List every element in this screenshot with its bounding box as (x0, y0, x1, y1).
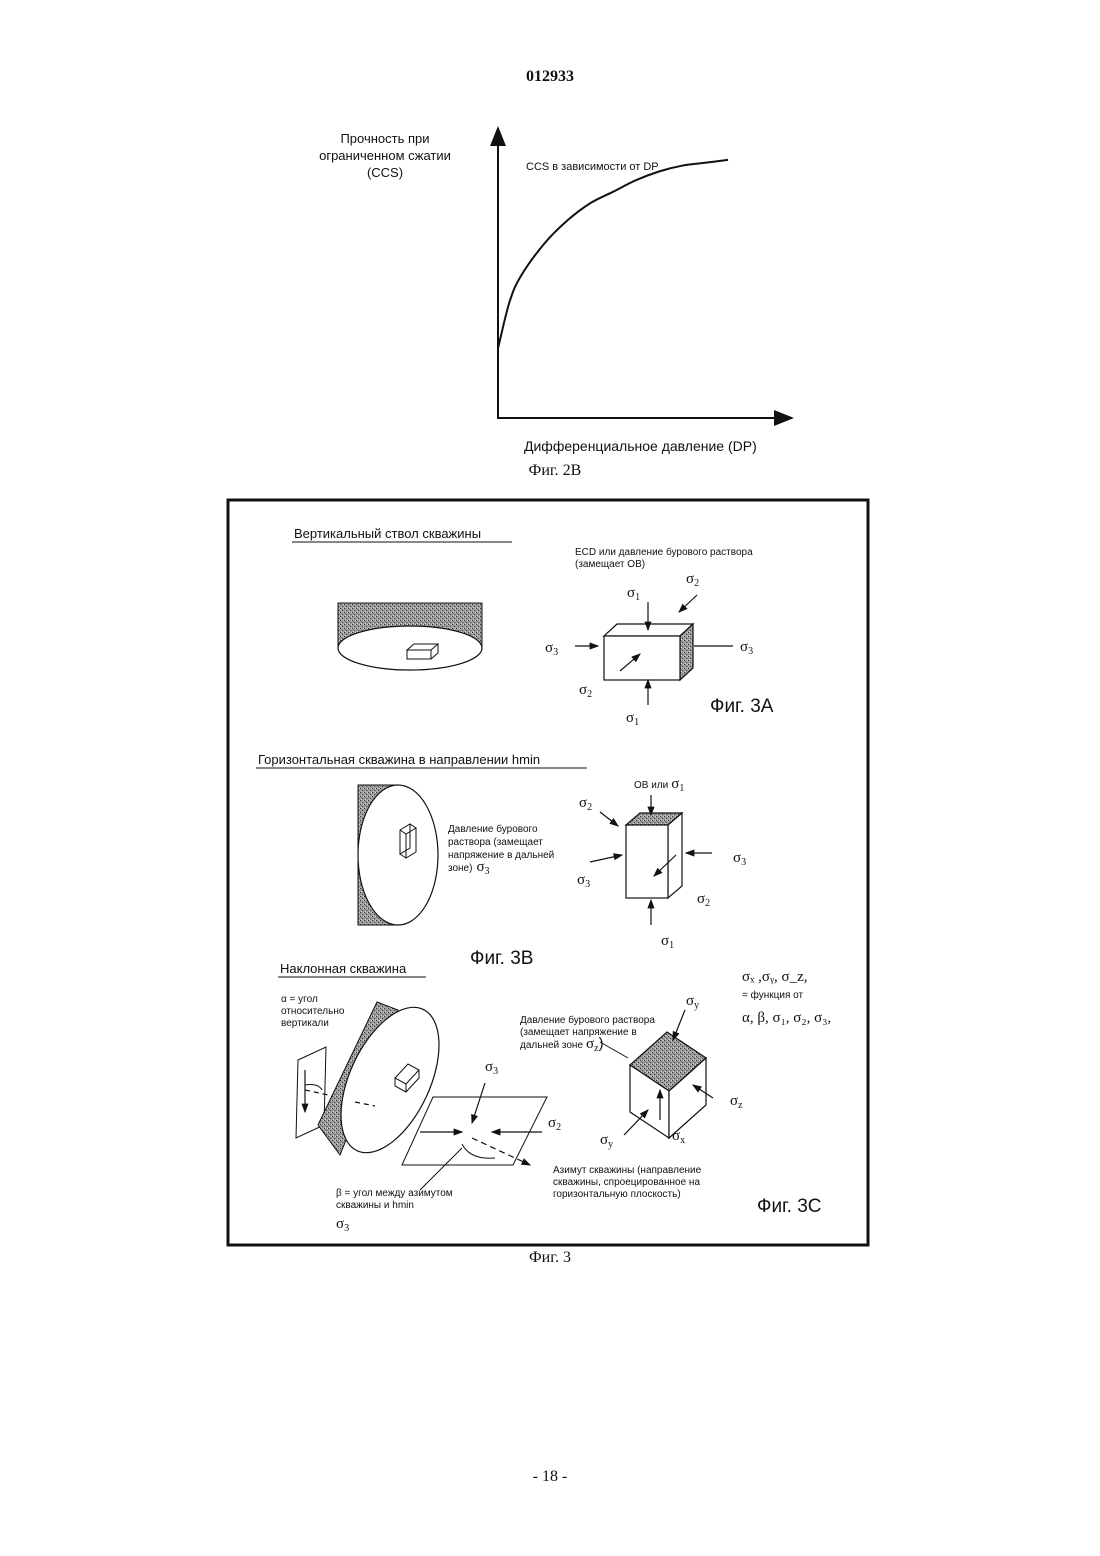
c-sigma-y-top: σy (686, 993, 699, 1011)
b-sigma3-left: σ3 (577, 872, 590, 890)
arrow-c-sy-top (673, 1010, 685, 1040)
vertical-well-cylinder (338, 603, 482, 670)
fig3c-stress-cube (630, 1032, 706, 1138)
fig3a-label: Фиг. 3A (710, 696, 774, 717)
mud-leader-line (600, 1042, 628, 1058)
alpha-label-2: относительно (281, 1006, 345, 1017)
sigma2-bottom: σ2 (579, 682, 592, 700)
fig3c-label: Фиг. 3C (757, 1196, 822, 1217)
beta-label-1: β = угол между азимутом (336, 1188, 453, 1199)
b-sigma3-right: σ3 (733, 850, 746, 868)
fig3c-section: Наклонная скважина α = угол относительно… (278, 961, 831, 1234)
fig3b-mud-1: Давление бурового (448, 823, 538, 835)
stress-list: σₓ ,σᵧ, σ_z, (742, 969, 808, 985)
fig3a-title: Вертикальный ствол скважины (294, 526, 481, 541)
c-sigma-y-bottom: σy (600, 1132, 613, 1150)
fig3b-mud-4: зоне)σ3 (448, 859, 490, 877)
sigma1-bottom: σ1 (626, 710, 639, 728)
azimuth-label-1: Азимут скважины (направление (553, 1165, 702, 1176)
page-number-value: 18 (542, 1468, 558, 1485)
fig3-panel: Вертикальный ствол скважины ECD или давл… (0, 0, 1100, 1250)
page-number: - 18 - (0, 1468, 1100, 1486)
b-sigma2-top: σ2 (579, 795, 592, 813)
alpha-label-3: вертикали (281, 1018, 329, 1029)
fig3a-stress-cube (604, 624, 693, 680)
beta-label-2: скважины и hmin (336, 1200, 414, 1211)
fig3b-label: Фиг. 3B (470, 948, 533, 969)
fig3b-stress-cube (626, 813, 682, 898)
c-sigma-x: σx (672, 1128, 685, 1146)
fig3c-title: Наклонная скважина (280, 961, 407, 976)
arrow-s2-top (679, 595, 697, 612)
fig3b-title: Горизонтальная скважина в направлении hm… (258, 752, 540, 767)
fig3-caption: Фиг. 3 (490, 1249, 610, 1267)
ecd-label-1: ECD или давление бурового раствора (575, 546, 753, 558)
fig3a-section: Вертикальный ствол скважины ECD или давл… (292, 526, 774, 728)
fig3b-mud-2: раствора (замещает (448, 837, 543, 848)
function-of-label: = функция от (742, 989, 803, 1001)
fig3c-mud-2: (замещает напряжение в (520, 1027, 637, 1038)
ecd-label-2: (замещает OB) (575, 559, 645, 570)
c-sigma3: σ3 (485, 1059, 498, 1077)
sigma3-left: σ3 (545, 640, 558, 658)
horizontal-well-cylinder (358, 785, 438, 925)
fig3b-section: Горизонтальная скважина в направлении hm… (256, 752, 746, 969)
azimuth-label-3: горизонтальную плоскость) (553, 1189, 681, 1200)
azimuth-label-2: скважины, спроецированное на (553, 1177, 700, 1188)
fig3b-mud-3: напряжение в дальней (448, 850, 554, 861)
arrow-b-s3-left (590, 855, 622, 862)
ob-label: OB илиσ1 (634, 776, 684, 794)
c-sigma-z: σz (730, 1093, 743, 1111)
sigma1-top: σ1 (627, 585, 640, 603)
fig3c-mud-1: Давление бурового раствора (520, 1014, 655, 1026)
b-sigma1-bottom: σ1 (661, 933, 674, 951)
sigma2-top: σ2 (686, 571, 699, 589)
b-sigma2-bottom: σ2 (697, 891, 710, 909)
sigma3-right: σ3 (740, 639, 753, 657)
c-sigma2: σ2 (548, 1115, 561, 1133)
function-args: α, β, σ₁, σ₂, σ₃, (742, 1010, 831, 1026)
alpha-label-1: α = угол (281, 994, 318, 1005)
arrow-b-s2-top (600, 812, 618, 826)
c-sigma3-bottom: σ3 (336, 1216, 349, 1234)
